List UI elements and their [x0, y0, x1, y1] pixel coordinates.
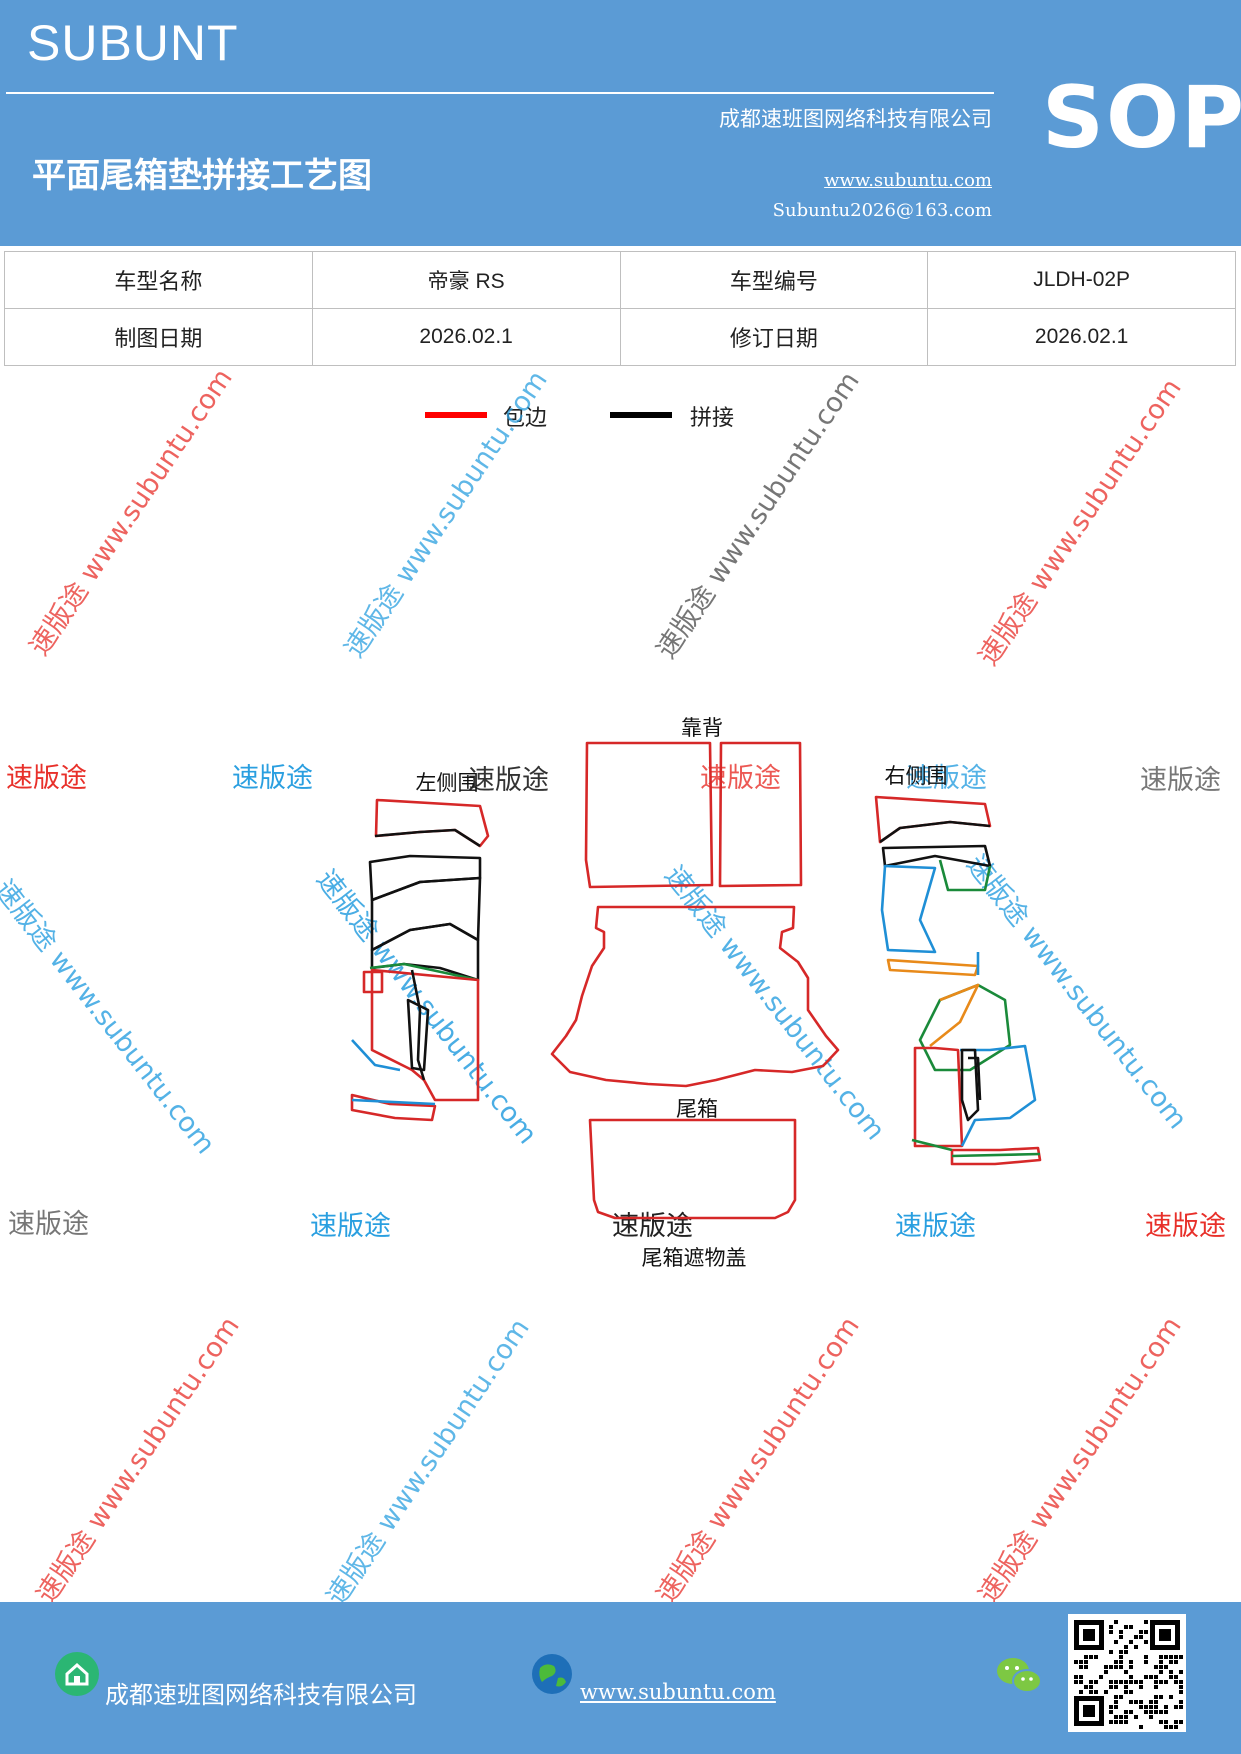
label-backrest: 靠背 — [681, 716, 723, 740]
right-side-main-piece — [913, 1046, 964, 1148]
watermark-brand: 速版途 — [612, 1211, 693, 1242]
vehicle-info-table: 车型名称 帝豪 RS 车型编号 JLDH-02P 制图日期 2026.02.1 … — [4, 251, 1236, 366]
wechat-icon[interactable] — [995, 1655, 1043, 1697]
footer: 成都速班图网络科技有限公司 www.subuntu.com — [0, 1602, 1241, 1754]
legend: 包边 拼接 — [0, 398, 1241, 438]
header-divider — [6, 92, 994, 94]
footer-company: 成都速班图网络科技有限公司 — [105, 1681, 417, 1709]
page-title: 平面尾箱垫拼接工艺图 — [32, 156, 372, 196]
table-row: 车型名称 帝豪 RS 车型编号 JLDH-02P — [4, 251, 1236, 309]
legend-swatch-seam — [610, 412, 672, 418]
table-cell: 修订日期 — [619, 308, 929, 366]
watermark-brand: 速版途 — [468, 765, 549, 796]
watermark-brand: 速版途 — [232, 763, 313, 794]
trunk-mat-diagram: 靠背 左侧围 右侧围 尾箱 尾箱遮物盖 — [350, 716, 1042, 1270]
right-side-green-seam — [951, 1152, 1041, 1158]
right-side-seam — [879, 820, 991, 844]
watermark-diagonal: 速版途 www.subuntu.com — [650, 1311, 866, 1610]
watermark-brand: 速版途 — [700, 763, 781, 794]
left-side-green-seam — [369, 962, 479, 982]
left-side-bottom-strip — [350, 1093, 437, 1122]
right-side-orange-seam — [929, 983, 980, 1048]
right-side-seam — [968, 1056, 982, 1101]
right-side-green-seam — [938, 859, 992, 892]
backrest-right-panel — [718, 741, 803, 888]
table-cell: 制图日期 — [4, 308, 313, 366]
backrest-left-panel — [584, 741, 714, 889]
label-left-side: 左侧围 — [416, 771, 479, 795]
header-email: Subuntu2026@163.com — [772, 200, 992, 221]
table-cell: 帝豪 RS — [311, 251, 621, 309]
sop-badge: SOP — [1042, 68, 1241, 168]
right-side-seam — [960, 1048, 980, 1122]
left-side-seam — [406, 998, 430, 1072]
globe-icon — [530, 1652, 574, 1696]
qr-code — [1068, 1614, 1186, 1732]
legend-swatch-edge — [425, 412, 487, 418]
watermark-diagonal: 速版途 www.subuntu.com — [320, 1313, 536, 1612]
left-side-seam — [370, 876, 482, 952]
trunk-floor-panel — [550, 905, 840, 1088]
table-cell: 车型名称 — [4, 251, 313, 309]
left-side-blue-seam — [351, 1039, 401, 1072]
watermark-diagonal: 速版途 www.subuntu.com — [972, 1311, 1188, 1610]
brand-name: SUBUNT — [27, 15, 239, 71]
header-website-link[interactable]: www.subuntu.com — [824, 170, 992, 191]
table-cell: 2026.02.1 — [927, 308, 1236, 366]
label-trunk: 尾箱 — [676, 1097, 718, 1121]
left-side-seam — [374, 828, 481, 848]
left-side-main-piece — [370, 968, 480, 1102]
legend-label-edge: 包边 — [503, 406, 548, 431]
watermark-brand: 速版途 — [1140, 765, 1221, 796]
label-trunk-cover: 尾箱遮物盖 — [642, 1246, 747, 1270]
table-cell: JLDH-02P — [927, 251, 1236, 309]
table-cell: 2026.02.1 — [311, 308, 621, 366]
left-side-blue-seam — [351, 1098, 436, 1106]
right-side-green-piece — [918, 983, 1012, 1072]
table-cell: 车型编号 — [619, 251, 929, 309]
right-side-blue-piece — [960, 1044, 1037, 1147]
left-side-cutout — [362, 970, 384, 994]
legend-label-seam: 拼接 — [690, 406, 735, 431]
right-side-top-piece — [874, 795, 992, 844]
watermark-brand: 速版途 — [906, 763, 987, 794]
left-side-seam — [410, 969, 426, 1081]
watermark-brand: 速版途 — [310, 1211, 391, 1242]
watermark-diagonal: 速版途 www.subuntu.com — [30, 1311, 246, 1610]
watermark-brand: 速版途 — [895, 1211, 976, 1242]
right-side-orange-seam — [886, 958, 980, 977]
label-right-side: 右侧围 — [885, 764, 948, 788]
right-side-blue-piece — [880, 864, 937, 954]
header-banner: SUBUNT 成都速班图网络科技有限公司 平面尾箱垫拼接工艺图 www.subu… — [0, 0, 1241, 246]
header-company: 成都速班图网络科技有限公司 — [719, 107, 992, 131]
right-side-seam — [881, 844, 992, 868]
trunk-cover-panel — [588, 1118, 797, 1220]
home-icon — [55, 1652, 99, 1696]
table-row: 制图日期 2026.02.1 修订日期 2026.02.1 — [4, 308, 1236, 366]
watermark-brand: 速版途 — [8, 1209, 89, 1240]
watermark-brand: 速版途 — [6, 763, 87, 794]
right-side-bottom-strip — [950, 1146, 1042, 1166]
footer-website-link[interactable]: www.subuntu.com — [580, 1680, 776, 1704]
watermark-brand: 速版途 — [1145, 1211, 1226, 1242]
right-side-green-seam — [911, 1138, 953, 1152]
